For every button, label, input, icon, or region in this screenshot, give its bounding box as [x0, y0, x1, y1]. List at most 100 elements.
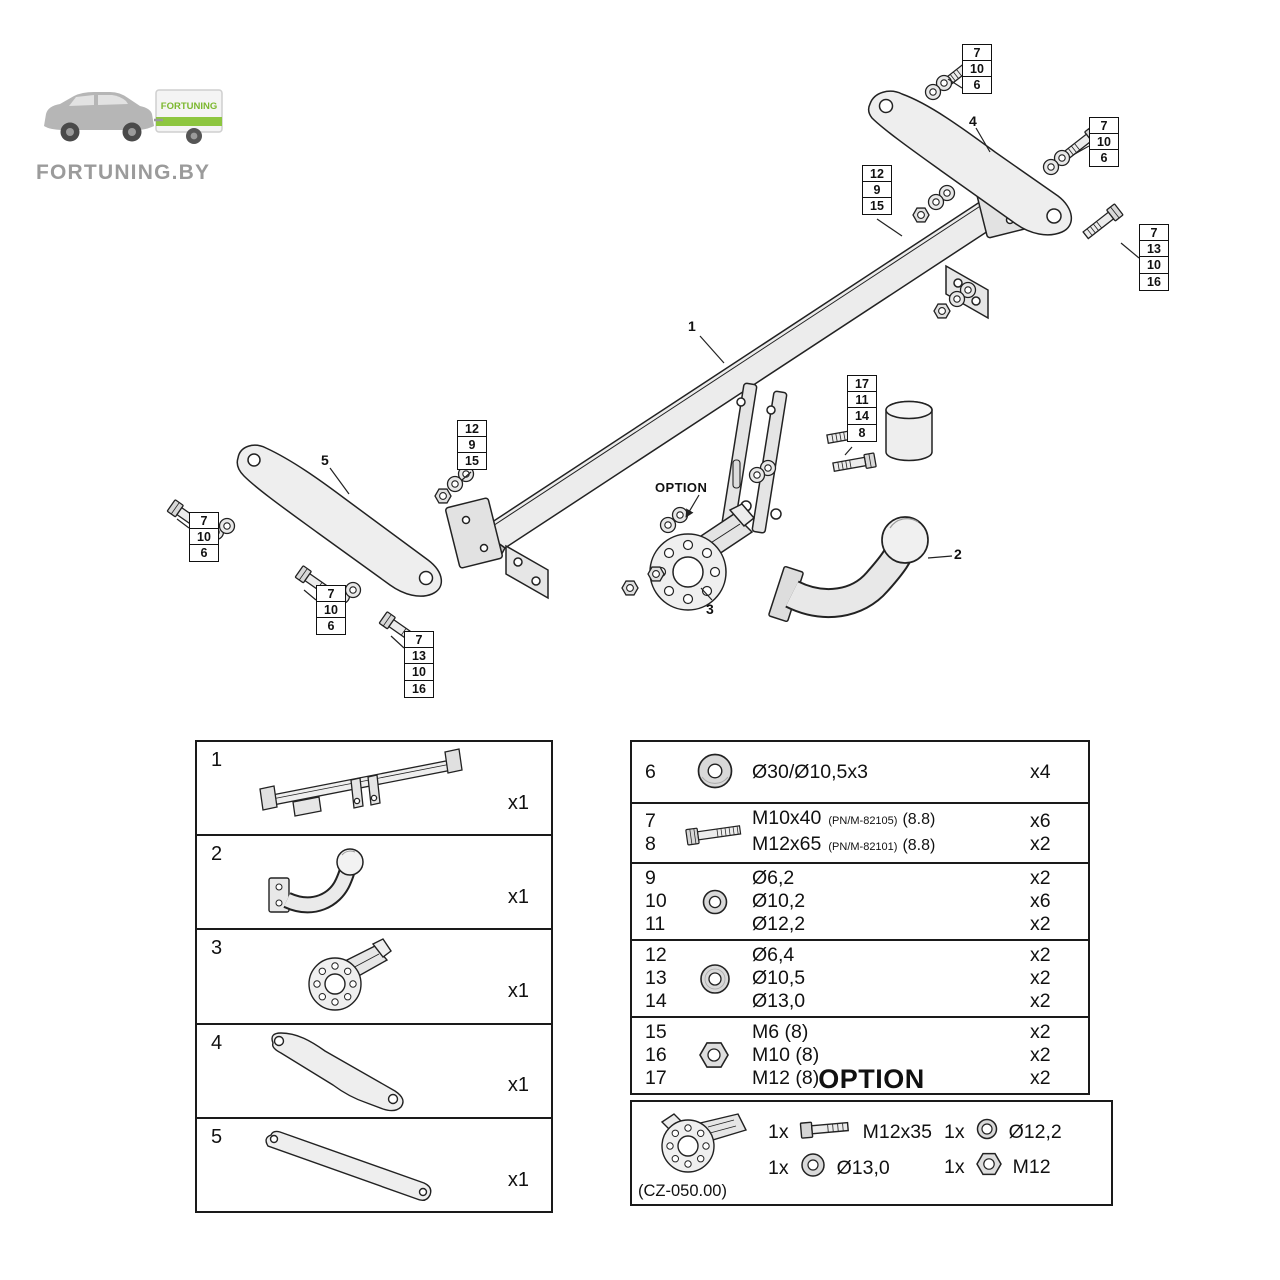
- hw-qtys: x4: [1030, 761, 1088, 784]
- hw-descs: M6 (8) M10 (8) M12 (8): [750, 1021, 1030, 1090]
- part-number: 1: [211, 749, 223, 771]
- parts-table: 1 x1 2: [195, 740, 553, 1213]
- option-qty: 1x: [944, 1120, 965, 1143]
- callout-stack-4: 17 11 14 8: [847, 375, 877, 442]
- part-number: 3: [211, 937, 223, 960]
- hw-qty: x2: [1030, 833, 1051, 855]
- option-item-nut: 1x M12: [944, 1150, 1051, 1184]
- hw-descs: Ø6,4 Ø10,5 Ø13,0: [750, 944, 1030, 1013]
- option-item-washer-13: 1x Ø13,0: [768, 1150, 890, 1186]
- part-number: 2: [211, 843, 223, 866]
- nut-icon: [974, 1150, 1004, 1184]
- hw-descs: M10x40 (PN/M-82105) (8.8) M12x65(PN/M-8210…: [750, 807, 1030, 859]
- callout-item: 6: [1089, 149, 1119, 168]
- hw-num: 9: [645, 867, 656, 889]
- callout-item: 13: [1139, 240, 1169, 259]
- hw-desc: M12x65(PN/M-82101)(8.8): [752, 833, 1030, 859]
- parts-row-3: 3 x1: [197, 928, 551, 1022]
- hw-qty: x2: [1030, 1067, 1051, 1089]
- leader-lines: [176, 78, 1140, 649]
- hw-group-washer-large: 6 Ø30/Ø10,5x3 x4: [632, 742, 1088, 802]
- hw-num: 8: [645, 833, 656, 855]
- hw-desc: Ø12,2: [752, 913, 806, 935]
- callout-item: 6: [962, 76, 992, 95]
- hw-qty: x2: [1030, 1044, 1051, 1066]
- bolt-icon: [798, 1116, 854, 1148]
- callout-item: 15: [862, 197, 892, 216]
- hw-qtys: x2 x2 x2: [1030, 944, 1088, 1013]
- hw-desc: M6 (8): [752, 1021, 809, 1043]
- option-part-code: (CZ-050.00): [638, 1182, 727, 1200]
- part-qty: x1: [507, 885, 529, 908]
- logo-truck-icon: FORTUNING: [44, 89, 223, 144]
- hw-num: 6: [645, 760, 656, 783]
- hw-nums: 12 13 14: [632, 944, 680, 1013]
- hw-num: 7: [645, 810, 656, 832]
- callout-item: 10: [316, 601, 346, 620]
- part-qty: x1: [507, 1168, 529, 1191]
- exploded-diagram: [166, 51, 1140, 649]
- part-arm-right: [867, 90, 1072, 236]
- hw-desc: Ø10,5: [752, 967, 806, 989]
- hw-desc: Ø6,4: [752, 944, 795, 966]
- hw-qty: x2: [1030, 867, 1051, 889]
- hw-descs: Ø30/Ø10,5x3: [750, 761, 1030, 784]
- washer-medium-icon: [680, 960, 750, 998]
- hardware-table: 6 Ø30/Ø10,5x3 x4 7 8: [630, 740, 1090, 1095]
- parts-row-4: 4 x1: [197, 1022, 551, 1117]
- hw-desc: Ø13,0: [752, 990, 806, 1012]
- hw-qty: x2: [1030, 967, 1051, 989]
- hw-desc: M10x40 (PN/M-82105) (8.8): [752, 807, 1030, 833]
- callout-item: 14: [847, 407, 877, 426]
- option-box: 1x M12x35 1x: [630, 1100, 1113, 1206]
- callout-item: 16: [404, 679, 434, 698]
- hw-part-number-note: (PN/M-82101): [828, 841, 898, 853]
- hw-grade: (8.8): [902, 811, 936, 828]
- hw-num: 10: [645, 890, 667, 912]
- parts-row-2: 2 x1: [197, 834, 551, 928]
- option-desc: M12x35: [862, 1120, 932, 1143]
- hw-qty: x2: [1030, 1021, 1051, 1043]
- hw-qty: x4: [1030, 760, 1051, 783]
- callout-stack-8: 7 13 10 16: [404, 631, 434, 698]
- hw-num: 16: [645, 1044, 667, 1066]
- hw-part-number-note: (PN/M-82105): [828, 815, 898, 827]
- logo-car: [44, 92, 163, 142]
- hw-nums: 6: [632, 761, 680, 784]
- callout-stack-2: 12 9 15: [862, 165, 892, 216]
- hw-num: 13: [645, 967, 667, 989]
- brand-name: FORTUNING.BY: [36, 161, 211, 184]
- washer-medium-icon: [798, 1150, 828, 1186]
- callout-item: 8: [847, 423, 877, 442]
- hw-qty: x6: [1030, 890, 1051, 912]
- washer-small-icon: [974, 1116, 1000, 1148]
- option-callout-label: OPTION: [655, 480, 708, 495]
- option-qty: 1x: [768, 1120, 789, 1143]
- hw-nums: 15 16 17: [632, 1021, 680, 1090]
- hw-qtys: x6 x2: [1030, 810, 1088, 856]
- hw-nums: 7 8: [632, 810, 680, 856]
- option-desc: Ø12,2: [1008, 1120, 1062, 1143]
- part-callout-5: 5: [321, 452, 329, 468]
- callout-stack-5: 12 9 15: [457, 420, 487, 471]
- callout-item: 10: [404, 663, 434, 682]
- hw-num: 17: [645, 1067, 667, 1089]
- hw-descs: Ø6,2 Ø10,2 Ø12,2: [750, 867, 1030, 936]
- part-callout-3: 3: [706, 601, 714, 617]
- callout-stack-0: 7 10 6: [962, 44, 992, 95]
- part-3-thumbnail: [277, 932, 437, 1027]
- part-bracket-plate: [649, 503, 756, 611]
- part-1-thumbnail: [233, 744, 513, 837]
- option-title: OPTION: [818, 1064, 925, 1094]
- option-qty: 1x: [768, 1156, 789, 1179]
- brand-logo: FORTUNING FORTUNING.BY: [36, 84, 246, 185]
- hw-group-bolts: 7 8: [632, 802, 1088, 862]
- option-desc: M12: [1012, 1155, 1051, 1178]
- callout-item: 13: [404, 647, 434, 666]
- callout-item: 6: [189, 544, 219, 563]
- callout-stack-1: 7 10 6: [1089, 117, 1119, 168]
- hw-size: M10x40: [752, 807, 822, 829]
- hw-num: 15: [645, 1021, 667, 1043]
- hw-group-washers-small: 9 10 11 Ø6,2 Ø10,2 Ø12,2 x2 x6 x2: [632, 862, 1088, 939]
